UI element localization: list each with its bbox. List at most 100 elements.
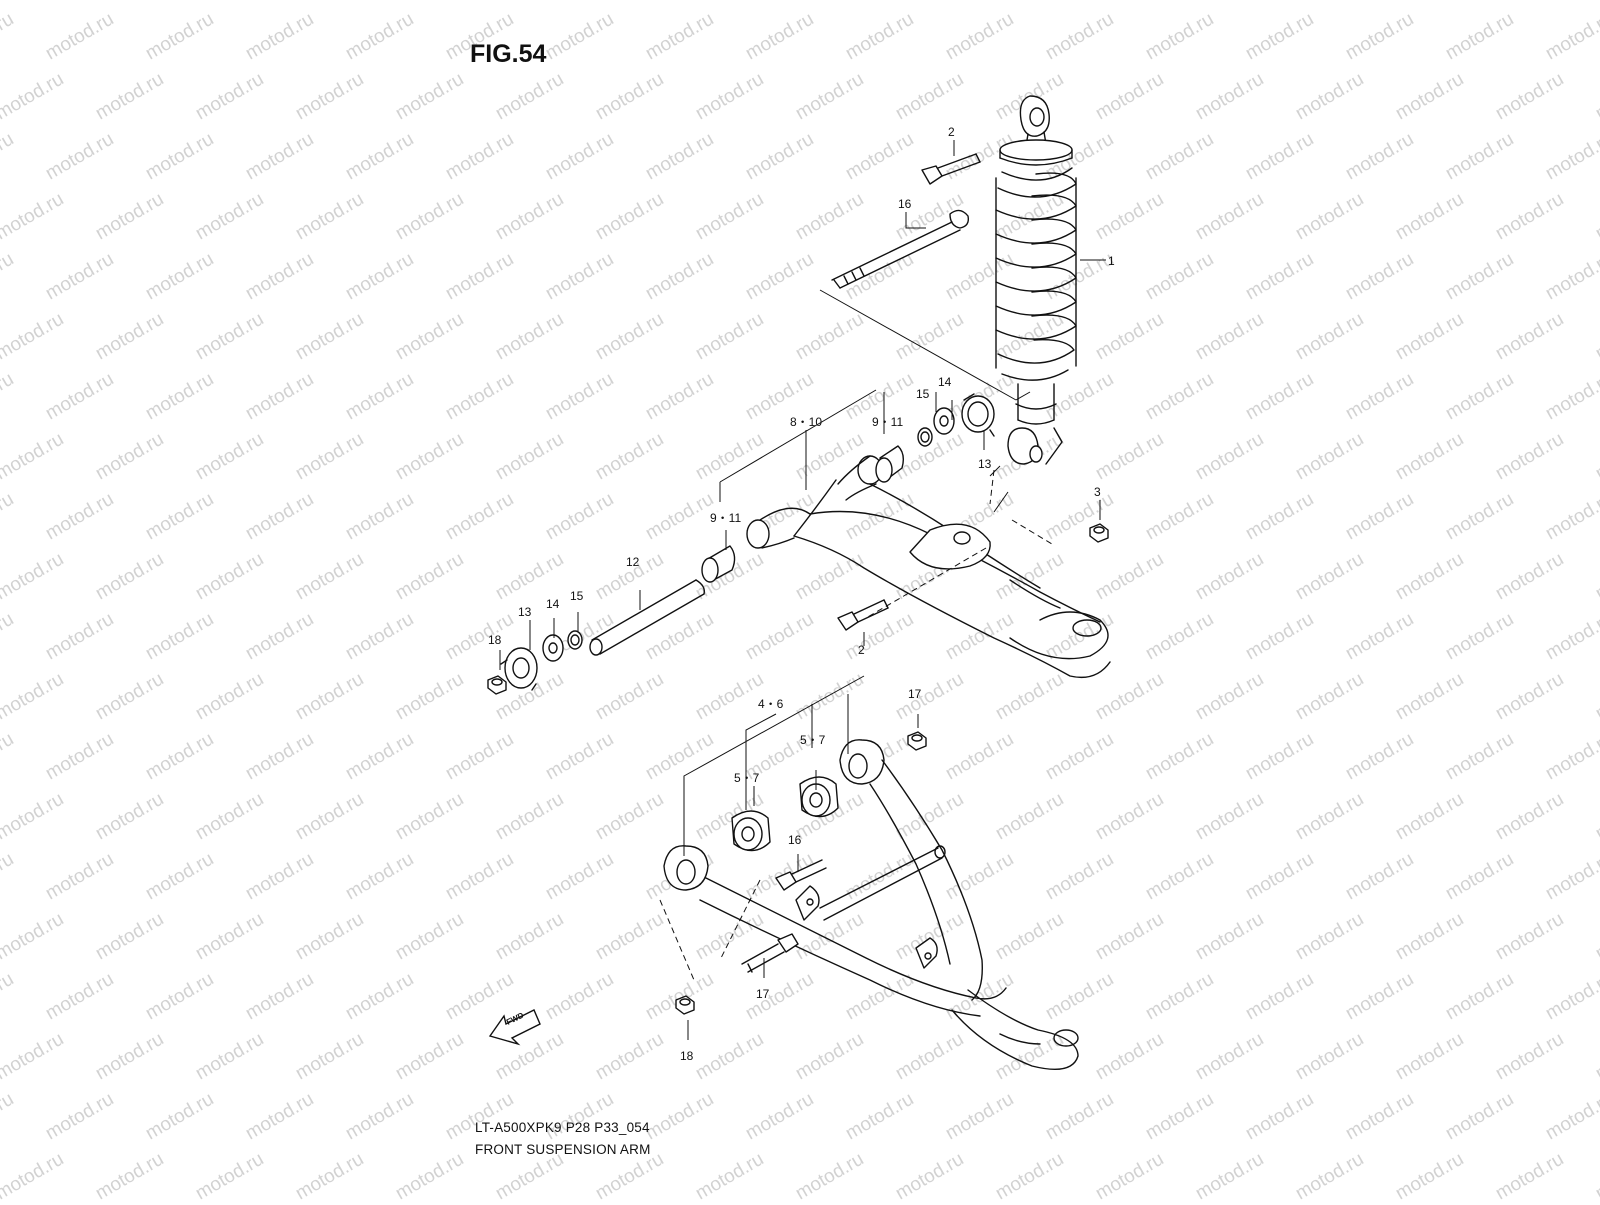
- watermark-text: motod.ru: [0, 69, 67, 125]
- watermark-text: motod.ru: [1242, 729, 1317, 785]
- watermark-text: motod.ru: [392, 69, 467, 125]
- watermark-text: motod.ru: [942, 1089, 1017, 1145]
- watermark-text: motod.ru: [792, 189, 867, 245]
- watermark-text: motod.ru: [592, 309, 667, 365]
- bolt-16-low: [775, 859, 827, 891]
- watermark-text: motod.ru: [1442, 729, 1517, 785]
- watermark-text: motod.ru: [1292, 189, 1367, 245]
- watermark-text: motod.ru: [0, 729, 17, 785]
- watermark-text: motod.ru: [1192, 549, 1267, 605]
- callout-4-6: 4・6: [758, 697, 784, 711]
- watermark-text: motod.ru: [892, 1149, 967, 1200]
- watermark-text: motod.ru: [392, 309, 467, 365]
- watermark-text: motod.ru: [92, 789, 167, 845]
- watermark-text: motod.ru: [1492, 309, 1567, 365]
- bolt-2-top: [921, 153, 981, 185]
- watermark-text: motod.ru: [0, 369, 17, 425]
- watermark-text: motod.ru: [692, 1029, 767, 1085]
- watermark-text: motod.ru: [992, 669, 1067, 725]
- watermark-text: motod.ru: [0, 489, 17, 545]
- watermark-text: motod.ru: [92, 309, 167, 365]
- dashed-alignment-lines: [659, 469, 1053, 981]
- watermark-text: motod.ru: [242, 489, 317, 545]
- watermark-text: motod.ru: [342, 249, 417, 305]
- cap-13-left: [500, 647, 538, 691]
- watermark-text: motod.ru: [292, 189, 367, 245]
- watermark-text: motod.ru: [742, 969, 817, 1025]
- collar-15-right: [917, 427, 933, 447]
- watermark-text: motod.ru: [292, 909, 367, 965]
- watermark-text: motod.ru: [542, 489, 617, 545]
- watermark-text: motod.ru: [442, 129, 517, 185]
- watermark-text: motod.ru: [1592, 549, 1600, 605]
- nut-18-left: [487, 675, 507, 695]
- watermark-text: motod.ru: [1142, 609, 1217, 665]
- watermark-text: motod.ru: [1342, 129, 1417, 185]
- watermark-text: motod.ru: [192, 309, 267, 365]
- watermark-text: motod.ru: [1292, 69, 1367, 125]
- watermark-text: motod.ru: [42, 489, 117, 545]
- watermark-text: motod.ru: [0, 609, 17, 665]
- watermark-text: motod.ru: [1542, 129, 1600, 185]
- bolt-2-mid: [837, 599, 889, 631]
- watermark-text: motod.ru: [442, 1089, 517, 1145]
- watermark-text: motod.ru: [792, 429, 867, 485]
- watermark-text: motod.ru: [492, 189, 567, 245]
- watermark-text: motod.ru: [142, 849, 217, 905]
- watermark-text: motod.ru: [1492, 429, 1567, 485]
- nut-18-low: [675, 995, 695, 1015]
- watermark-text: motod.ru: [892, 0, 967, 4]
- watermark-text: motod.ru: [992, 1029, 1067, 1085]
- watermark-text: motod.ru: [1142, 849, 1217, 905]
- watermark-text: motod.ru: [1442, 369, 1517, 425]
- watermark-text: motod.ru: [1392, 309, 1467, 365]
- watermark-text: motod.ru: [1392, 189, 1467, 245]
- watermark-text: motod.ru: [642, 489, 717, 545]
- watermark-text: motod.ru: [1292, 0, 1367, 4]
- watermark-text: motod.ru: [992, 909, 1067, 965]
- watermark-text: motod.ru: [592, 789, 667, 845]
- watermark-text: motod.ru: [592, 189, 667, 245]
- watermark-text: motod.ru: [1592, 1149, 1600, 1200]
- watermark-text: motod.ru: [292, 69, 367, 125]
- watermark-text: motod.ru: [492, 69, 567, 125]
- watermark-text: motod.ru: [1392, 1029, 1467, 1085]
- watermark-text: motod.ru: [242, 849, 317, 905]
- watermark-text: motod.ru: [1542, 369, 1600, 425]
- watermark-text: motod.ru: [942, 9, 1017, 65]
- watermark-text: motod.ru: [1442, 969, 1517, 1025]
- watermark-text: motod.ru: [1092, 189, 1167, 245]
- watermark-text: motod.ru: [742, 1089, 817, 1145]
- watermark-text: motod.ru: [242, 9, 317, 65]
- watermark-text: motod.ru: [1042, 249, 1117, 305]
- watermark-text: motod.ru: [1192, 429, 1267, 485]
- watermark-text: motod.ru: [0, 249, 17, 305]
- watermark-text: motod.ru: [1492, 189, 1567, 245]
- watermark-text: motod.ru: [0, 849, 17, 905]
- watermark-text: motod.ru: [92, 189, 167, 245]
- watermark-text: motod.ru: [1392, 69, 1467, 125]
- bolt-17-low: [741, 933, 799, 973]
- watermark-text: motod.ru: [642, 609, 717, 665]
- watermark-text: motod.ru: [1592, 669, 1600, 725]
- watermark-text: motod.ru: [1592, 1029, 1600, 1085]
- watermark-text: motod.ru: [992, 549, 1067, 605]
- bolt-16-long: [831, 209, 970, 289]
- watermark-text: motod.ru: [492, 909, 567, 965]
- watermark-text: motod.ru: [742, 129, 817, 185]
- pipe-12: [589, 579, 706, 656]
- watermark-text: motod.ru: [492, 0, 567, 4]
- watermark-text: motod.ru: [42, 1089, 117, 1145]
- watermark-text: motod.ru: [392, 789, 467, 845]
- watermark-text: motod.ru: [442, 609, 517, 665]
- watermark-text: motod.ru: [1242, 1089, 1317, 1145]
- watermark-text: motod.ru: [1242, 9, 1317, 65]
- watermark-text: motod.ru: [1442, 9, 1517, 65]
- watermark-text: motod.ru: [542, 129, 617, 185]
- bushing-5-7-front: [731, 810, 771, 852]
- cap-13-right: [961, 393, 995, 437]
- watermark-text: motod.ru: [592, 669, 667, 725]
- watermark-text: motod.ru: [42, 369, 117, 425]
- watermark-text: motod.ru: [192, 549, 267, 605]
